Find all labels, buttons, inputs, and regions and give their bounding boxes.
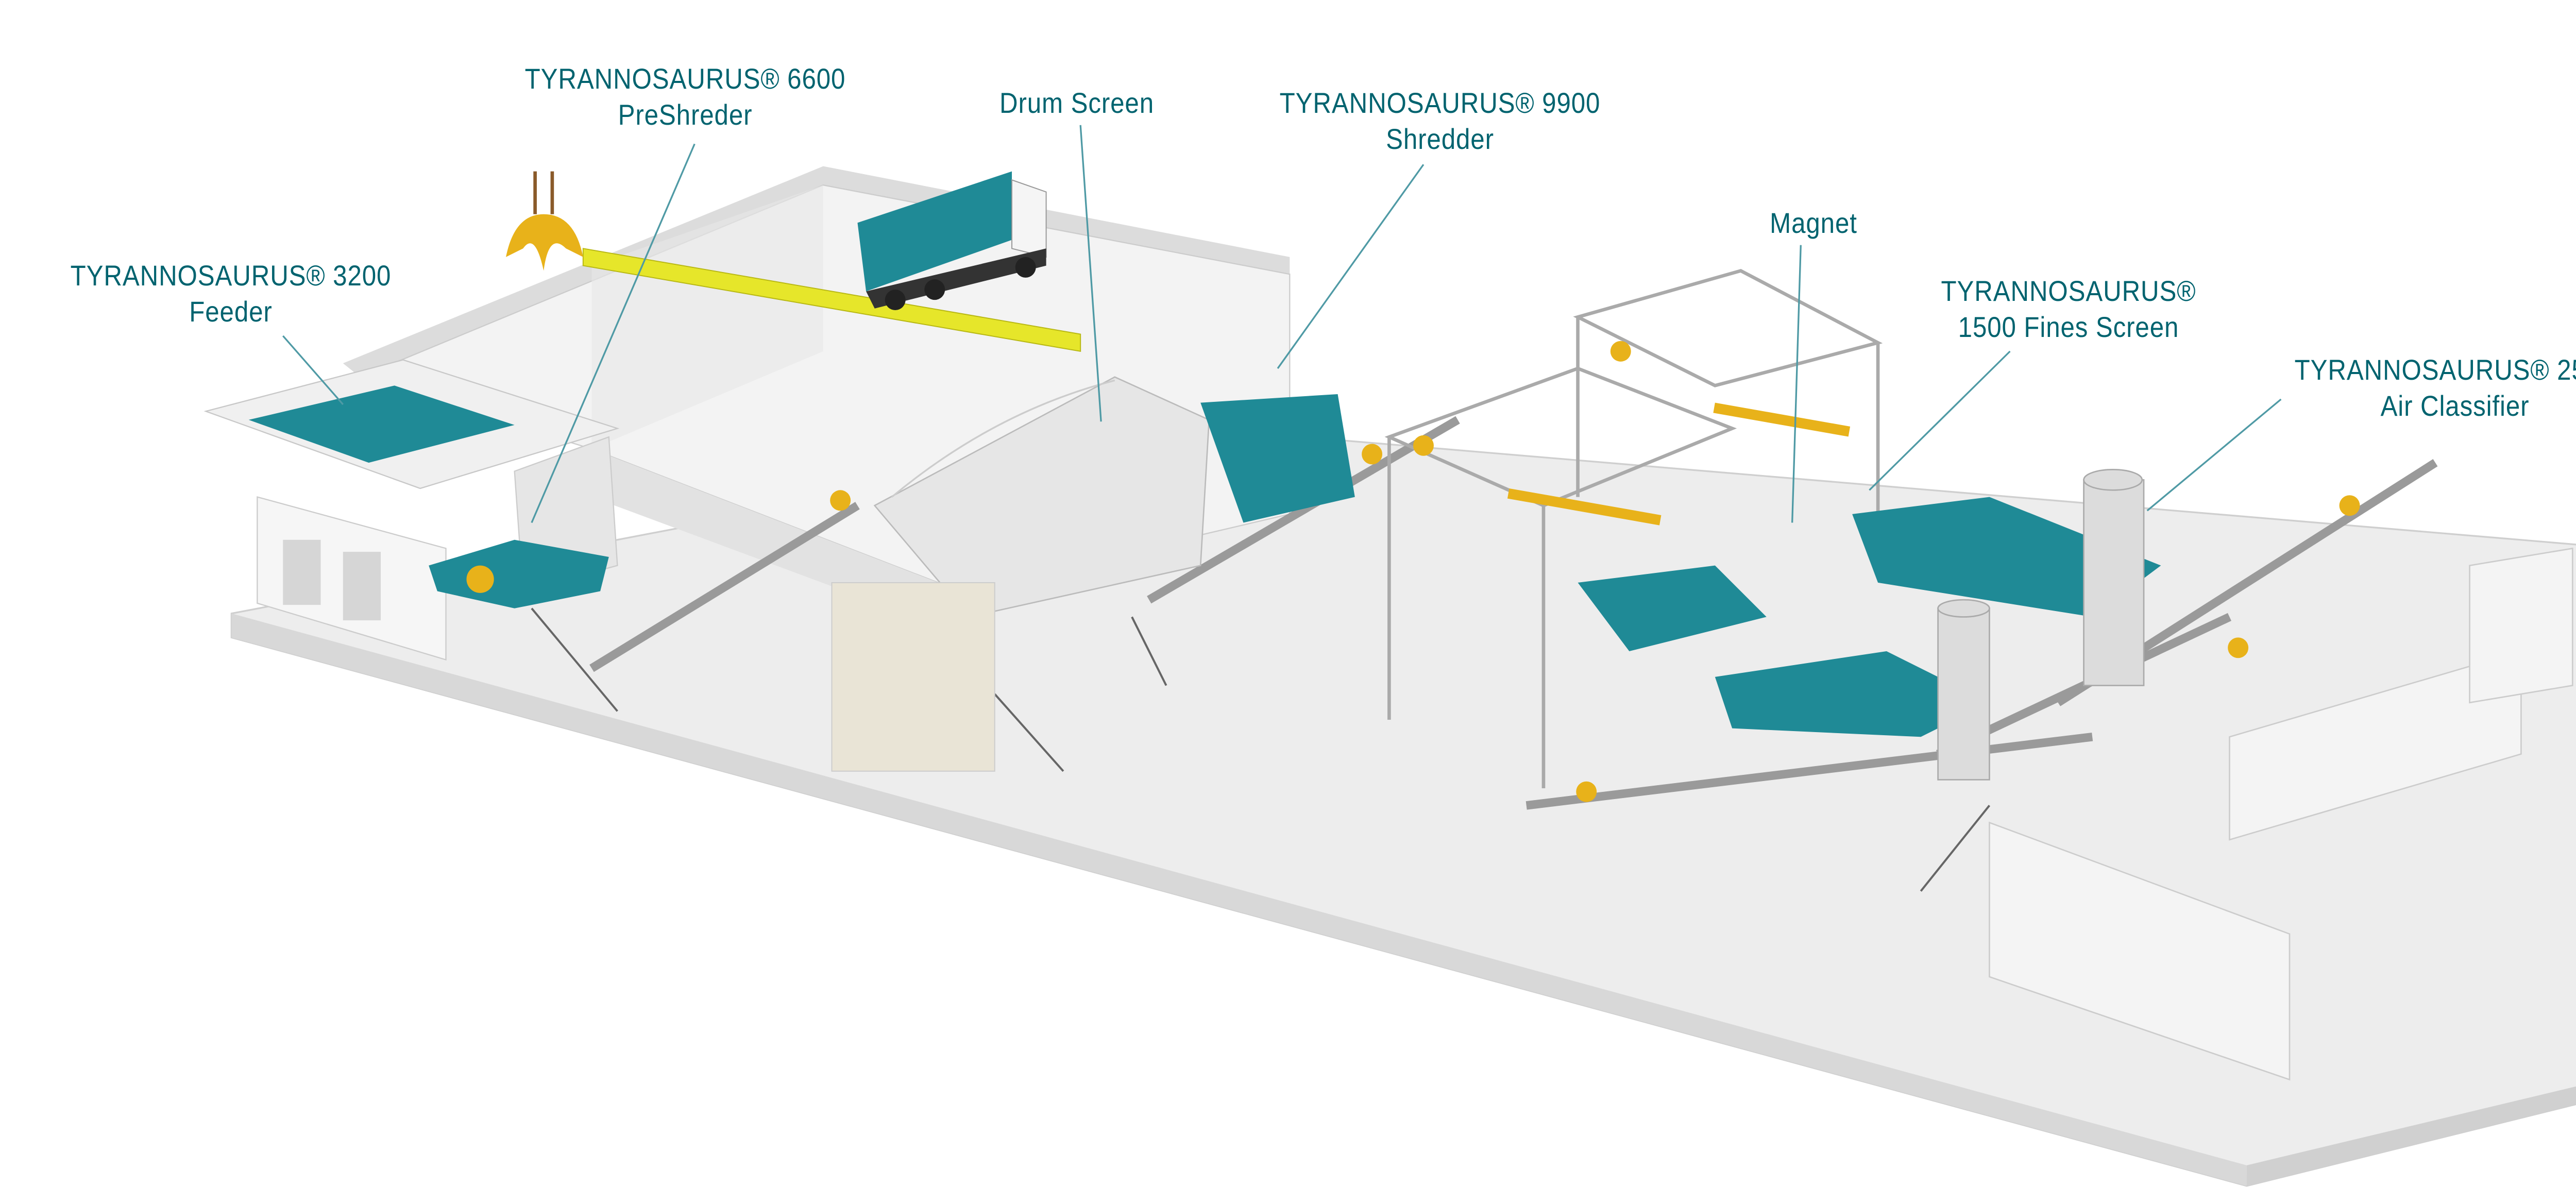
bunker-walls <box>1989 547 2573 1081</box>
label-shredder-line1: TYRANNOSAURUS® 9900 <box>1279 87 1601 119</box>
label-feeder-line2: Feeder <box>189 295 273 328</box>
label-magnet: Magnet <box>1770 205 1857 241</box>
motor <box>466 565 494 593</box>
label-air-classifier-line1: TYRANNOSAURUS® 2500 <box>2294 353 2576 386</box>
label-magnet-line1: Magnet <box>1770 207 1857 239</box>
truck <box>857 171 1047 311</box>
air-classifier-machine <box>1937 469 2145 781</box>
leader-line-air-classifier <box>2146 398 2282 512</box>
floor-edge <box>231 613 2247 1186</box>
label-drum-screen: Drum Screen <box>999 85 1154 121</box>
label-feeder-line1: TYRANNOSAURUS® 3200 <box>70 259 392 292</box>
leader-lines <box>282 125 2282 523</box>
label-preshredder: TYRANNOSAURUS® 6600 PreShreder <box>525 61 846 133</box>
drum-screen-machine <box>831 376 1210 772</box>
leader-line-magnet <box>1791 245 1802 523</box>
bunker-building-top <box>343 166 1290 377</box>
label-drum-screen-line1: Drum Screen <box>999 87 1154 119</box>
crane-rail <box>582 248 1081 352</box>
label-shredder: TYRANNOSAURUS® 9900 Shredder <box>1280 85 1601 157</box>
shredder-machine <box>1200 394 1355 523</box>
leader-line-shredder <box>1277 164 1425 369</box>
label-feeder: TYRANNOSAURUS® 3200 Feeder <box>71 258 392 330</box>
label-fines-screen: TYRANNOSAURUS® 1500 Fines Screen <box>1941 273 2196 345</box>
label-fines-screen-line1: TYRANNOSAURUS® <box>1941 275 2196 307</box>
leader-line-preshredder <box>531 143 696 523</box>
label-air-classifier: TYRANNOSAURUS® 2500 Air Classifier <box>2295 352 2576 424</box>
label-preshredder-line2: PreShreder <box>618 98 753 131</box>
steel-structure <box>1384 268 1883 789</box>
label-shredder-line2: Shredder <box>1386 123 1494 155</box>
stairs <box>531 607 1991 892</box>
label-preshredder-line1: TYRANNOSAURUS® 6600 <box>524 62 846 95</box>
leader-line-fines-screen <box>1869 350 2011 491</box>
label-air-classifier-line2: Air Classifier <box>2380 389 2530 422</box>
fines-screen-machine-2 <box>1715 651 1990 737</box>
motors <box>830 341 2360 802</box>
label-fines-screen-line2: 1500 Fines Screen <box>1958 311 2179 343</box>
leader-line-feeder <box>282 335 344 405</box>
grab-crane-icon <box>506 171 583 271</box>
leader-line-drum-screen <box>1079 125 1102 422</box>
